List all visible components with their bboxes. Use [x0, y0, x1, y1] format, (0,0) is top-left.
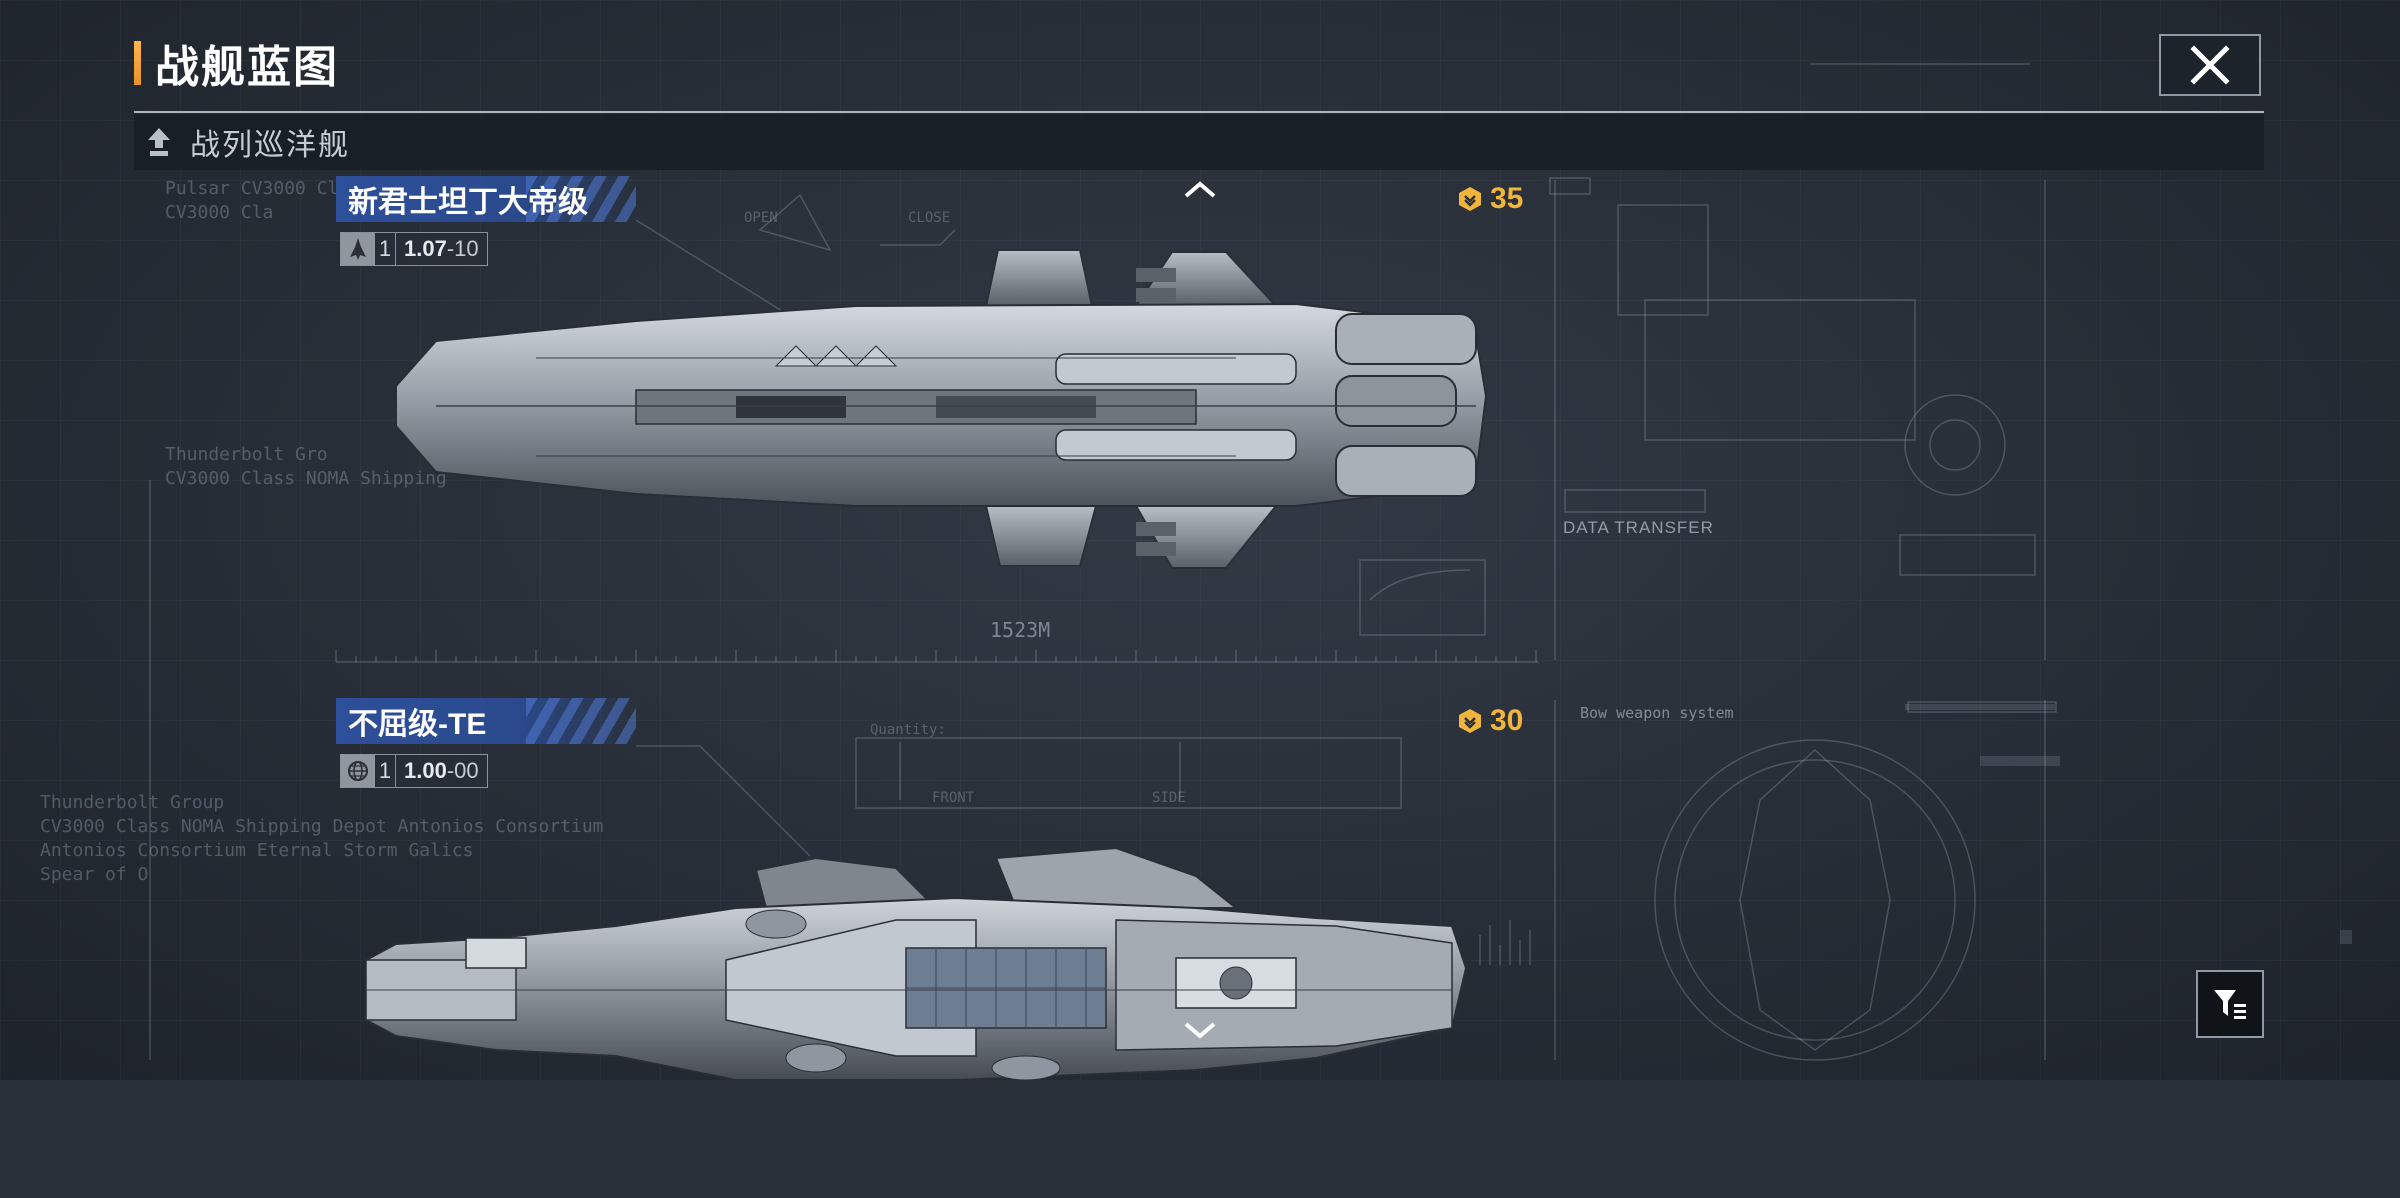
- ship-cost-1: 35: [1456, 182, 1523, 216]
- ship-version-suffix-2: -00: [446, 758, 479, 783]
- ship-card-2[interactable]: 不屈级-TE 1 1.00-00 30: [336, 698, 1536, 1198]
- scroll-up-icon[interactable]: [1183, 178, 1217, 200]
- ship-name-tag-2: 不屈级-TE: [336, 698, 636, 744]
- weapon-system-label: Bow weapon system: [1580, 704, 1734, 722]
- battlecruiser-class-icon: [148, 128, 170, 156]
- close-label: CLOSE: [908, 210, 951, 226]
- ship-image-2: [365, 846, 1468, 1080]
- ship-version-suffix-1: -10: [446, 236, 479, 261]
- ship-version-number-2: 1.00: [404, 758, 447, 783]
- ship-image-1: [395, 249, 1488, 569]
- side-label: SIDE: [1152, 790, 1186, 806]
- scroll-down-icon[interactable]: [1183, 1020, 1217, 1042]
- ship-silhouette-icon: [341, 233, 375, 265]
- ship-card-1[interactable]: 新君士坦丁大帝级 1 1.07-10 35: [336, 176, 1536, 676]
- front-label: FRONT: [932, 790, 975, 806]
- command-point-icon: [1459, 709, 1481, 733]
- close-icon: [2190, 45, 2230, 85]
- name-tag-stripes: [526, 176, 636, 222]
- ship-name-2: 不屈级-TE: [348, 708, 487, 741]
- blueprint-decor: [149, 63, 2352, 1061]
- globe-icon: [341, 755, 375, 787]
- ship-level-2: 1: [375, 755, 396, 787]
- command-point-icon: [1459, 187, 1481, 211]
- header-divider: [134, 111, 2264, 113]
- title-bar: 战舰蓝图: [134, 38, 339, 92]
- filter-button[interactable]: [2196, 970, 2264, 1038]
- data-transfer-label: DATA TRANSFER: [1563, 518, 1714, 537]
- close-button[interactable]: [2159, 34, 2261, 96]
- ship-cost-2: 30: [1456, 704, 1523, 738]
- ship-name-1: 新君士坦丁大帝级: [348, 186, 588, 219]
- ship-cost-value-2: 30: [1490, 704, 1524, 737]
- ship-version-1: 1.07-10: [396, 236, 487, 262]
- category-label: 战列巡洋舰: [190, 129, 350, 162]
- ship-stats-2: 1 1.00-00: [340, 754, 488, 788]
- ship-cost-value-1: 35: [1490, 182, 1524, 215]
- title-accent: [134, 41, 141, 85]
- ship-level-1: 1: [375, 233, 396, 265]
- category-bar: 战列巡洋舰: [134, 114, 2264, 170]
- ship-length-label: 1523M: [990, 618, 1051, 642]
- quantity-label: Quantity:: [870, 722, 946, 738]
- ship-version-number-1: 1.07: [404, 236, 447, 261]
- page-title: 战舰蓝图: [155, 43, 339, 92]
- ship-stats-1: 1 1.07-10: [340, 232, 488, 266]
- name-tag-stripes: [526, 698, 636, 744]
- filter-icon: [2214, 990, 2246, 1019]
- ship-version-2: 1.00-00: [396, 758, 487, 784]
- open-label: OPEN: [744, 210, 778, 226]
- ship-name-tag-1: 新君士坦丁大帝级: [336, 176, 636, 222]
